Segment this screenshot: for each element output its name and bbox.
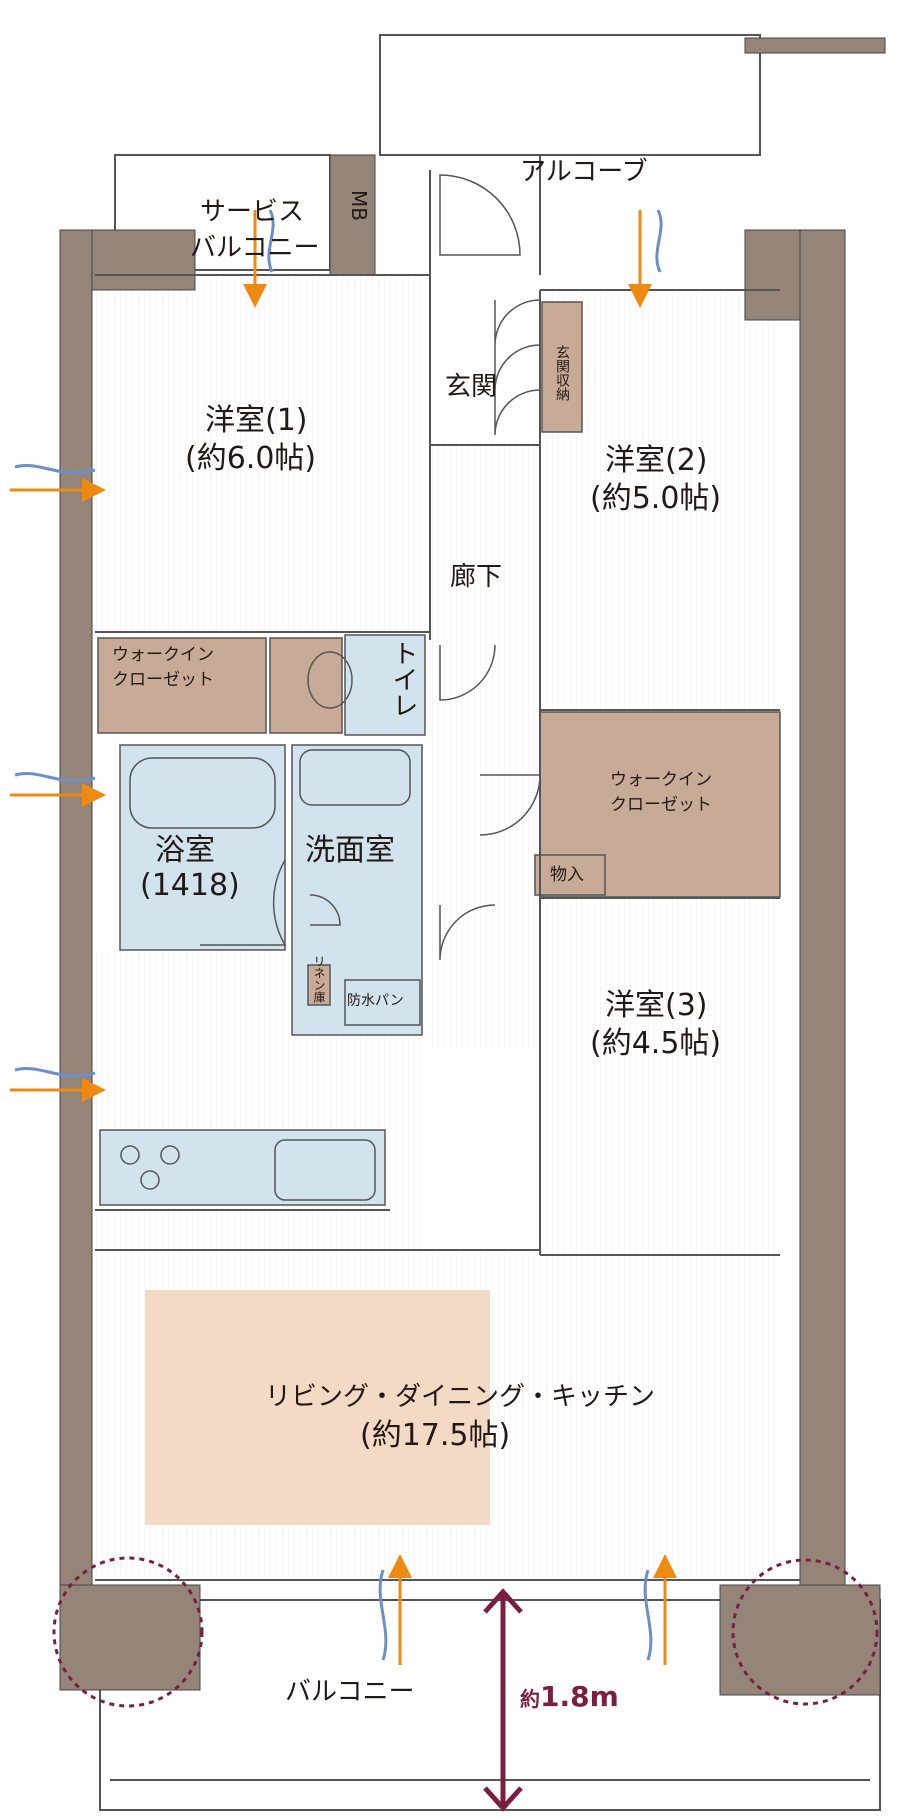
walls: [59, 37, 886, 1696]
balcony-label: バルコニー: [285, 1677, 414, 1707]
bathroom-name: 浴室: [155, 833, 215, 868]
door-swings: [200, 174, 541, 961]
balcony-depth-label: 約1.8m: [520, 1680, 619, 1713]
fixtures: [120, 651, 421, 1201]
callout-circles: [52, 1556, 879, 1708]
storage-label: 物入: [550, 865, 584, 885]
alcove-label: アルコーブ: [520, 157, 648, 187]
service-balcony-label-1: サービス: [200, 197, 304, 227]
waterproof-pan-label: 防水パン: [347, 993, 404, 1009]
western1-name: 洋室(1): [205, 403, 308, 438]
storage-areas: [97, 301, 781, 1006]
hallway-label: 廊下: [450, 562, 502, 592]
western1-size: (約6.0帖): [185, 441, 316, 476]
airflow-arrows: [10, 210, 677, 1665]
western3-size: (約4.5帖): [590, 1026, 721, 1061]
breeze-curls: [14, 209, 663, 1661]
entrance-storage-label: 玄関収納: [554, 345, 570, 401]
entrance-label: 玄関: [445, 372, 497, 402]
partitions: [95, 155, 800, 1581]
wic-right-label-1: ウォークイン: [610, 770, 712, 790]
ldk-name: リビング・ダイニング・キッチン: [265, 1382, 655, 1412]
mb-label: MB: [347, 190, 371, 221]
wet-areas: [99, 634, 426, 1206]
toilet-label: トイレ: [388, 640, 418, 718]
balcony-depth-value: 1.8m: [540, 1680, 619, 1713]
wic-left-label-2: クローゼット: [112, 670, 214, 690]
western2-name: 洋室(2): [605, 443, 708, 478]
balcony-depth-prefix: 約: [520, 1687, 540, 1711]
service-balcony-label-2: バルコニー: [190, 233, 319, 263]
wic-left-label-1: ウォークイン: [112, 645, 214, 665]
ldk-highlight: [145, 1290, 490, 1525]
linen-label: リネン庫: [312, 955, 326, 1003]
wic-right-label-2: クローゼット: [610, 795, 712, 815]
washroom-label: 洗面室: [305, 833, 395, 868]
western2-size: (約5.0帖): [590, 481, 721, 516]
balcony-depth-dimension: [483, 1588, 523, 1812]
western3-name: 洋室(3): [605, 988, 708, 1023]
ldk-size: (約17.5帖): [360, 1418, 510, 1453]
bathroom-size: (1418): [140, 868, 240, 903]
